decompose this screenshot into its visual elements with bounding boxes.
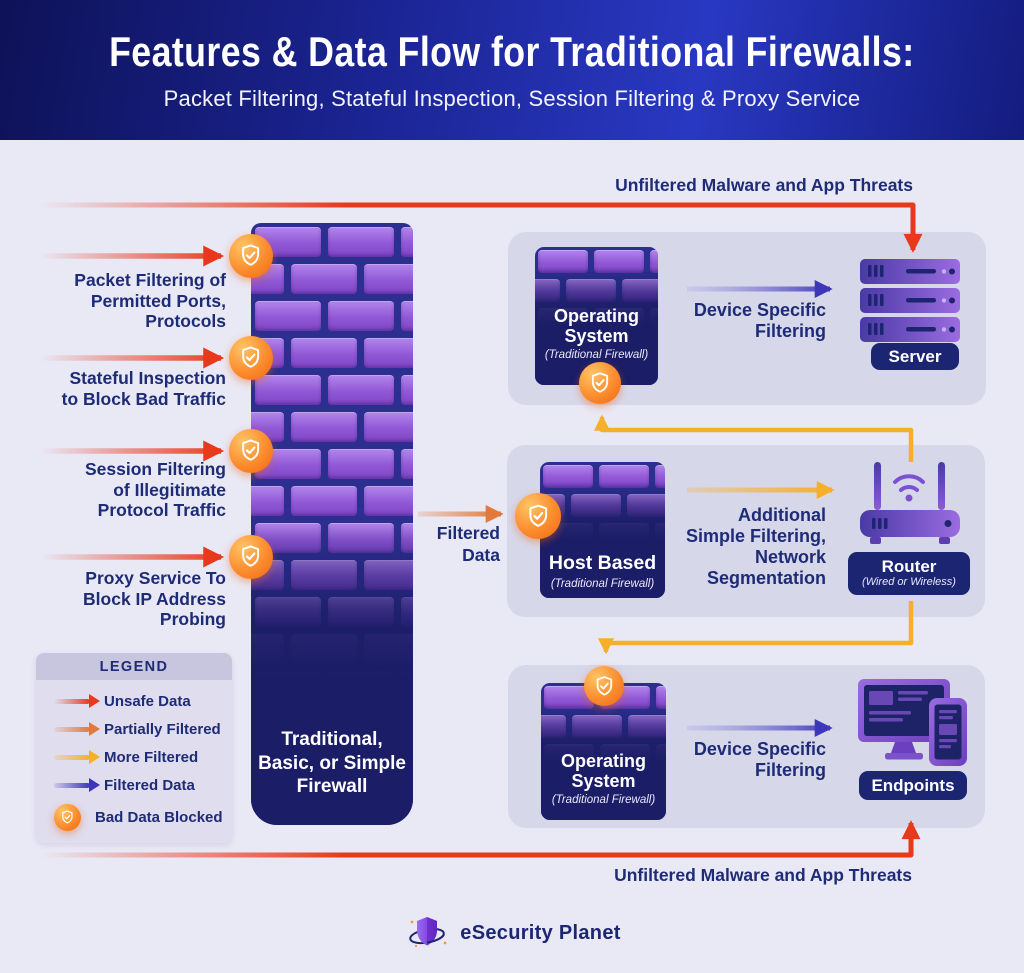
shield-check-icon xyxy=(229,535,273,579)
os-firewall-subtitle-top: (Traditional Firewall) xyxy=(544,349,649,361)
router-label-pill: Router (Wired or Wireless) xyxy=(848,552,970,595)
host-based-firewall-title: Host Based xyxy=(548,552,657,575)
router-label: Router xyxy=(881,557,937,576)
legend-item-filtered-data: Filtered Data xyxy=(54,775,224,796)
monitor-and-phone-icon xyxy=(858,679,967,766)
footer-brand: eSecurity Planet xyxy=(0,910,1024,956)
filtered-data-label: Filtered Data xyxy=(436,523,500,565)
top-threat-label: Unfiltered Malware and App Threats xyxy=(615,175,913,195)
legend-title: LEGEND xyxy=(36,653,232,680)
host-based-firewall-subtitle: (Traditional Firewall) xyxy=(550,578,655,590)
flow-label-additional-filtering: Additional Simple Filtering, Network Seg… xyxy=(685,505,826,588)
wireless-router-icon xyxy=(860,462,960,544)
router-sublabel: (Wired or Wireless) xyxy=(862,576,956,588)
feature-label-session-filtering: Session Filtering of Illegitimate Protoc… xyxy=(85,459,226,521)
legend-item-partially-filtered: Partially Filtered xyxy=(54,719,224,740)
legend: LEGEND Unsafe Data Partially Filtered Mo… xyxy=(36,653,232,843)
bottom-threat-label: Unfiltered Malware and App Threats xyxy=(614,865,912,885)
shield-check-icon xyxy=(229,234,273,278)
legend-item-bad-data-blocked: Bad Data Blocked xyxy=(54,803,224,832)
blue-arrow-icon xyxy=(54,778,100,792)
legend-item-more-filtered: More Filtered xyxy=(54,747,224,768)
feature-label-packet-filtering: Packet Filtering of Permitted Ports, Pro… xyxy=(74,270,226,332)
brand-name: eSecurity Planet xyxy=(460,921,621,944)
traditional-firewall-wall: Traditional, Basic, or Simple Firewall xyxy=(251,223,413,825)
shield-check-icon xyxy=(515,493,561,539)
main-firewall-label: Traditional, Basic, or Simple Firewall xyxy=(258,728,406,798)
shield-check-icon xyxy=(229,336,273,380)
main-wall-label-area: Traditional, Basic, or Simple Firewall xyxy=(251,223,413,825)
page-subtitle: Packet Filtering, Stateful Inspection, S… xyxy=(163,86,861,111)
host-based-firewall-wall: Host Based (Traditional Firewall) xyxy=(540,462,665,598)
endpoints-label: Endpoints xyxy=(859,771,967,800)
esecurity-planet-shield-orbit-logo xyxy=(409,917,447,948)
shield-check-icon xyxy=(54,804,81,831)
flow-label-device-specific-top: Device Specific Filtering xyxy=(693,300,826,341)
shield-check-icon xyxy=(229,429,273,473)
page-title: Features & Data Flow for Traditional Fir… xyxy=(109,28,915,75)
os-firewall-title-top: Operating System xyxy=(553,305,639,346)
shield-check-icon xyxy=(584,666,624,706)
legend-item-unsafe-data: Unsafe Data xyxy=(54,691,224,712)
os-firewall-title-bottom: Operating System xyxy=(560,750,646,791)
feature-label-proxy-service: Proxy Service To Block IP Address Probin… xyxy=(83,568,226,630)
feature-label-stateful-inspection: Stateful Inspection to Block Bad Traffic xyxy=(61,368,226,409)
red-arrow-icon xyxy=(54,694,100,708)
server-label: Server xyxy=(871,343,959,370)
os-firewall-subtitle-bottom: (Traditional Firewall) xyxy=(551,794,656,806)
yellow-arrow-icon xyxy=(54,750,100,764)
server-rack-icon xyxy=(860,259,960,342)
flow-label-device-specific-bottom: Device Specific Filtering xyxy=(693,739,826,780)
orange-arrow-icon xyxy=(54,722,100,736)
header-banner: Features & Data Flow for Traditional Fir… xyxy=(0,0,1024,140)
shield-check-icon xyxy=(579,362,621,404)
